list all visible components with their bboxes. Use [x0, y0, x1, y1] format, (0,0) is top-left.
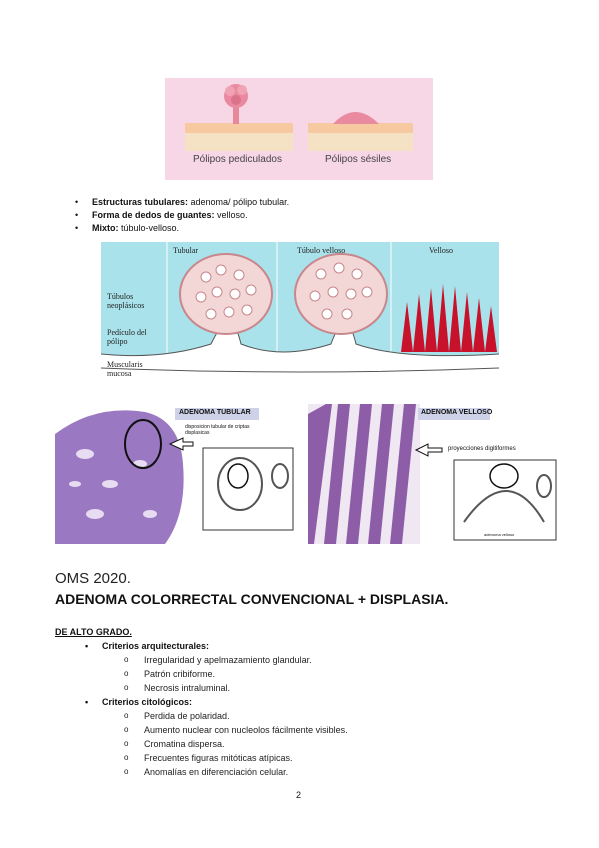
bullet-mixed: •Mixto: túbulo-velloso. — [75, 223, 180, 233]
item-text: Cromatina dispersa. — [144, 739, 225, 749]
item-text: Perdida de polaridad. — [144, 711, 230, 721]
bullet-tubular: •Estructuras tubulares: adenoma/ pólipo … — [75, 197, 290, 207]
section-title: DE ALTO GRADO. — [55, 627, 132, 637]
criteria-title: Criterios arquitecturales: — [102, 641, 210, 651]
label-villous: Velloso — [429, 246, 453, 255]
criteria-architectural: •Criterios arquitecturales: — [85, 641, 210, 651]
item-text: Anomalías en diferenciación celular. — [144, 767, 289, 777]
bullet-bold: Mixto: — [92, 223, 119, 233]
item-text: Frecuentes figuras mitóticas atípicas. — [144, 753, 293, 763]
item-text: Necrosis intraluminal. — [144, 683, 231, 693]
heading-main: ADENOMA COLORRECTAL CONVENCIONAL + DISPL… — [55, 591, 449, 607]
page-number: 2 — [296, 790, 302, 800]
bullet-bold: Forma de dedos de guantes: — [92, 210, 215, 220]
tubular-title-box — [175, 408, 259, 420]
tubular-note: disposicion tubular de criptas displasic… — [185, 424, 250, 436]
polyp-illustration — [185, 84, 413, 151]
label-neoplastic-tubules: Túbulos neoplásicos — [107, 292, 145, 310]
adenoma-histology-drawing — [100, 242, 500, 384]
item-text: Aumento nuclear con nucleolos fácilmente… — [144, 725, 348, 735]
bullet-text: túbulo-velloso. — [118, 223, 180, 233]
caption-pediculated: Pólipos pediculados — [193, 154, 282, 165]
criteria-cytological: •Criterios citológicos: — [85, 697, 193, 707]
villous-sketch-label: adenoma velloso — [484, 532, 515, 537]
caption-sessile: Pólipos sésiles — [325, 154, 392, 165]
label-tubulovillous: Túbulo velloso — [297, 246, 346, 255]
criteria-title: Criterios citológicos: — [102, 697, 193, 707]
bullet-text: adenoma/ pólipo tubular. — [188, 197, 290, 207]
bullet-bold: Estructuras tubulares: — [92, 197, 189, 207]
tubular-micrograph — [55, 410, 294, 544]
villous-note: proyecciones digitiformes — [448, 446, 516, 452]
polyp-types-figure: Pólipos pediculados Pólipos sésiles — [165, 78, 433, 180]
tubular-adenoma-figure: ADENOMA TUBULAR disposicion tubular de c… — [55, 404, 301, 544]
villous-title: ADENOMA VELLOSO — [421, 409, 493, 416]
villous-micrograph — [308, 404, 557, 544]
item-text: Patrón cribiforme. — [144, 669, 216, 679]
adenoma-types-diagram: Tubular Túbulo velloso Velloso Túbulos n… — [100, 242, 500, 384]
bullet-text: velloso. — [214, 210, 248, 220]
item-text: Irregularidad y apelmazamiento glandular… — [144, 655, 312, 665]
bullet-villous: •Forma de dedos de guantes: velloso. — [75, 210, 248, 220]
label-muscularis: Muscularis mucosa — [107, 360, 143, 378]
tubular-title: ADENOMA TUBULAR — [179, 409, 251, 416]
label-polyp-stalk: Pedículo del pólipo — [107, 328, 147, 346]
label-tubular: Tubular — [173, 246, 199, 255]
villous-adenoma-figure: ADENOMA VELLOSO proyecciones digitiforme… — [308, 404, 566, 544]
villous-title-box — [418, 408, 490, 420]
heading-oms: OMS 2020. — [55, 570, 131, 587]
